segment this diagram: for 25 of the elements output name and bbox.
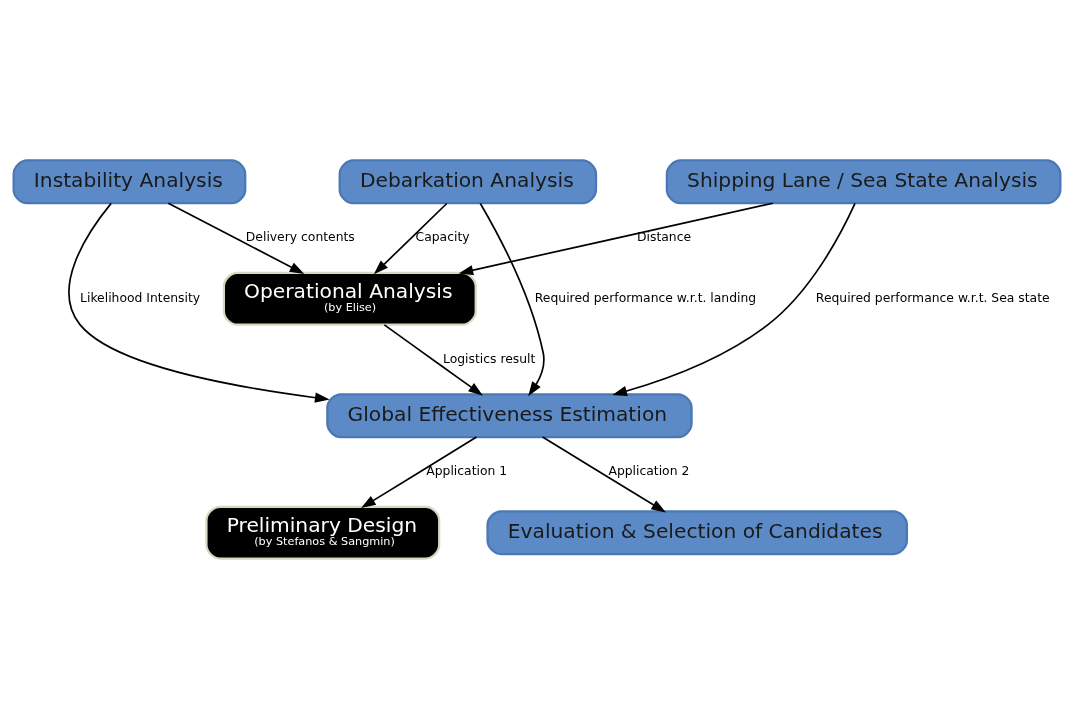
node-box: Evaluation & Selection of Candidates bbox=[486, 509, 909, 555]
edge-label: Capacity bbox=[415, 229, 470, 244]
arrow bbox=[361, 435, 478, 508]
arrow bbox=[383, 323, 483, 396]
edge-label: Application 1 bbox=[426, 463, 508, 478]
node-box: Shipping Lane / Sea State Analysis bbox=[665, 158, 1062, 204]
edge-label: Required performance w.r.t. Sea state bbox=[815, 290, 1050, 305]
edge-label: Required performance w.r.t. landing bbox=[534, 290, 757, 305]
node-box: Operational Analysis (by Elise) bbox=[222, 271, 477, 326]
arrow bbox=[68, 202, 330, 403]
edge-label: Likelihood Intensity bbox=[80, 290, 201, 305]
edge-label: Distance bbox=[637, 229, 692, 244]
arrow bbox=[541, 435, 666, 512]
node-box: Preliminary Design (by Stefanos & Sangmin) bbox=[205, 505, 441, 560]
node-box: Debarkation Analysis bbox=[338, 158, 598, 204]
edge-label: Logistics result bbox=[443, 351, 536, 366]
node-box: Global Effectiveness Estimation bbox=[326, 392, 693, 438]
arrow bbox=[612, 202, 856, 396]
node-box: Instability Analysis bbox=[12, 158, 247, 204]
arrow bbox=[373, 202, 448, 274]
arrow bbox=[458, 201, 774, 275]
edge-label: Application 2 bbox=[608, 463, 690, 478]
arrow bbox=[479, 202, 545, 396]
arrow bbox=[167, 201, 305, 274]
edge-label: Delivery contents bbox=[245, 229, 355, 244]
